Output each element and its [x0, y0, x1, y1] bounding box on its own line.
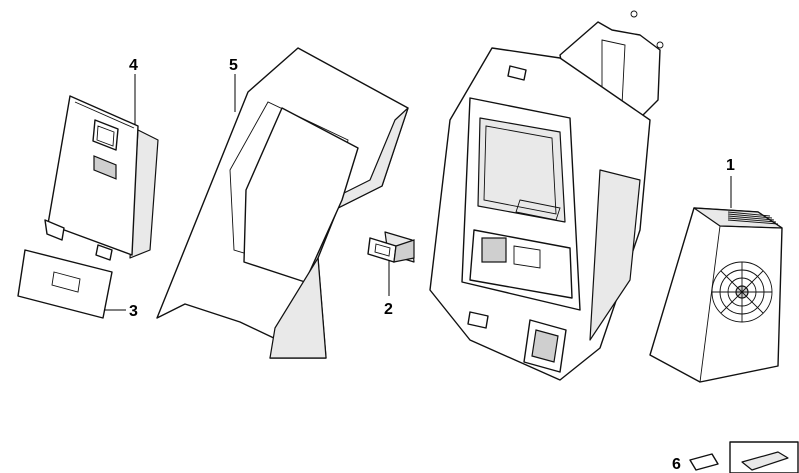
- callout-1: 1: [726, 157, 735, 174]
- vent-grille-icon: [727, 211, 779, 225]
- callout-6: 6: [672, 456, 681, 473]
- part-1-speaker-box[interactable]: [649, 207, 783, 383]
- part-4-cover-panel[interactable]: [44, 95, 159, 261]
- fan-icon: [711, 261, 773, 323]
- part-2-connector[interactable]: [367, 231, 415, 263]
- callout-5: 5: [229, 57, 238, 74]
- part-5-console-trim[interactable]: [156, 47, 409, 359]
- callout-4: 4: [129, 57, 138, 74]
- main-housing-assembly[interactable]: [429, 10, 664, 381]
- callout-2: 2: [384, 301, 393, 318]
- callout-3: 3: [129, 303, 138, 320]
- part-6-pin[interactable]: [689, 441, 799, 473]
- part-3-plate[interactable]: [17, 249, 113, 319]
